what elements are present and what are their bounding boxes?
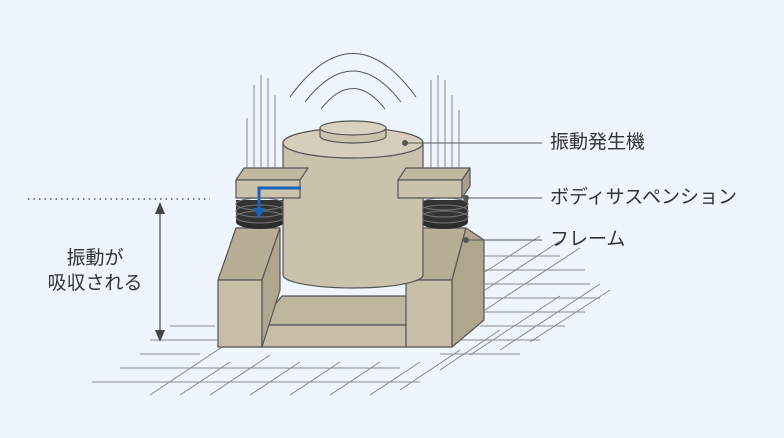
vibration-generator xyxy=(282,120,424,289)
label-body-suspension: ボディサスペンション xyxy=(550,186,737,208)
leader-lines xyxy=(402,140,542,243)
right-cushion xyxy=(419,197,469,229)
label-vibration-generator: 振動発生機 xyxy=(550,131,646,153)
suspension-cushions xyxy=(235,197,469,229)
label-absorbed-line1: 振動が xyxy=(66,247,124,269)
vibration-waves xyxy=(289,53,417,110)
floor-grid xyxy=(92,235,611,396)
label-frame: フレーム xyxy=(550,228,626,250)
dimension-marker xyxy=(28,198,210,342)
frame xyxy=(217,227,485,348)
vibration-lines xyxy=(246,75,460,172)
label-vibration-absorbed: 振動が 吸収される xyxy=(30,246,160,296)
label-absorbed-line2: 吸収される xyxy=(47,272,143,294)
blue-arrow xyxy=(253,186,301,218)
